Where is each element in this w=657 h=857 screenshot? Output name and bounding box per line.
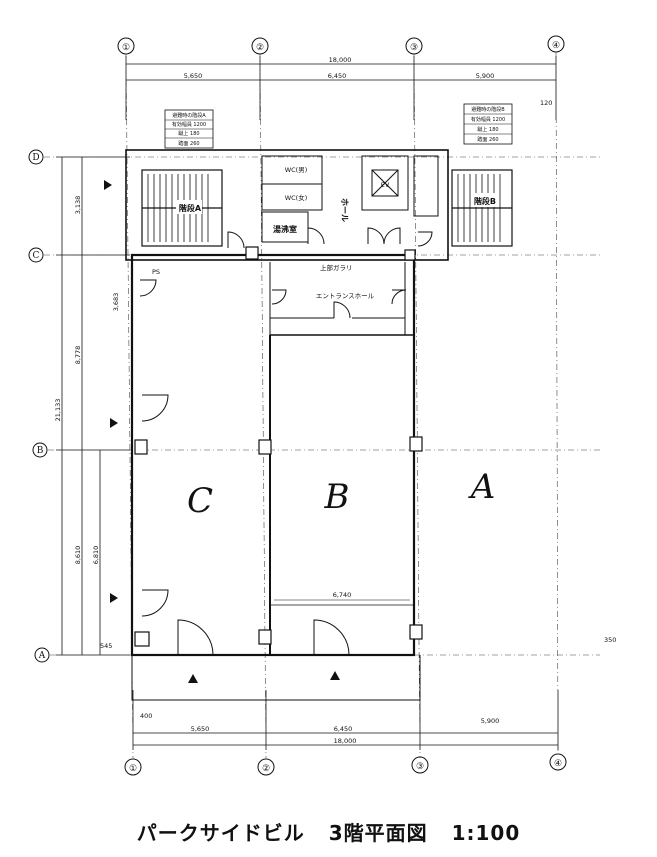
table-left-row-1: 避難時の階段A <box>172 112 206 119</box>
grid-row-markers: D C B A <box>28 149 50 663</box>
dim-lobby-depth: 3,683 <box>112 293 120 312</box>
structural-columns <box>134 246 423 647</box>
dim-misc-3: 350 <box>604 636 616 644</box>
dim-overall-bottom: 18,000 <box>334 737 357 745</box>
table-right-row-2: 有効幅員 1200 <box>471 116 505 123</box>
dim-unit-b-width: 6,740 <box>333 591 352 599</box>
dim-top-span-3: 5,900 <box>476 72 495 80</box>
grid-col-2-top: ② <box>256 43 264 53</box>
dimension-lines-left <box>56 156 130 656</box>
dim-left-c-b: 8,778 <box>74 346 82 365</box>
grid-column-markers-bottom: ① ② ③ ④ <box>124 753 567 776</box>
janitor-label: 湯沸室 <box>273 224 297 234</box>
dim-left-d-c: 3,138 <box>74 196 82 215</box>
dim-overall-top: 18,000 <box>329 56 352 64</box>
ps-label: PS <box>152 268 160 276</box>
stair-a-label: 階段A <box>179 203 202 213</box>
grid-col-2-bottom: ② <box>262 764 270 774</box>
dim-bottom-span-3: 5,900 <box>481 717 500 725</box>
stair-a: 階段A <box>141 169 223 247</box>
building-name: パークサイドビル <box>136 821 305 845</box>
dim-left-b-a-inner: 6,810 <box>92 546 100 565</box>
core-rooms <box>261 155 439 243</box>
grid-col-3-top: ③ <box>410 43 418 53</box>
ev-label: EV <box>381 181 390 189</box>
table-left-row-3: 蹴上 180 <box>178 130 199 137</box>
floor-plan-name: 3階平面図 <box>328 821 428 845</box>
drawing-title: パークサイドビル 3階平面図 1:100 <box>0 817 657 846</box>
unit-b-label: B <box>324 477 350 517</box>
grid-col-1-top: ① <box>122 43 130 53</box>
floor-plan-drawing: ① ② ③ ④ ① ② ③ ④ D C B A 18,000 5,6 <box>28 35 616 776</box>
grid-row-b: B <box>37 446 44 456</box>
table-left-row-2: 有効幅員 1200 <box>172 121 206 128</box>
wc-female-label: WC(女) <box>285 193 308 202</box>
dim-misc-1: 400 <box>140 712 152 720</box>
grid-col-1-bottom: ① <box>129 764 137 774</box>
stair-info-table-right: 避難時の階段B 有効幅員 1200 蹴上 180 踏面 260 <box>463 103 513 145</box>
building-outline <box>125 149 449 701</box>
dim-misc-2: 545 <box>100 642 112 650</box>
stair-b-label: 階段B <box>474 196 496 206</box>
stair-b: 階段B <box>451 169 513 247</box>
grid-row-d: D <box>32 153 39 163</box>
dim-bottom-span-1: 5,650 <box>191 725 210 733</box>
grid-col-3-bottom: ③ <box>416 762 424 772</box>
table-left-row-4: 踏面 260 <box>178 140 199 147</box>
dim-top-span-1: 5,650 <box>184 72 203 80</box>
corridor-label: 上部ガラリ <box>320 263 353 272</box>
wc-male-label: WC(男) <box>285 166 308 174</box>
stair-info-table-left: 避難時の階段A 有効幅員 1200 蹴上 180 踏面 260 <box>164 109 214 149</box>
entrance-lobby <box>269 262 406 335</box>
door-swings <box>139 227 433 656</box>
unit-c-label: C <box>187 481 213 521</box>
dim-bottom-span-2: 6,450 <box>334 725 353 733</box>
dim-left-total: 21,133 <box>54 399 62 422</box>
unit-a-label: A <box>468 467 496 507</box>
table-right-row-1: 避難時の階段B <box>471 106 505 113</box>
entry-arrows <box>104 180 340 683</box>
grid-column-markers-top: ① ② ③ ④ <box>117 35 565 55</box>
drawing-scale: 1:100 <box>451 821 521 845</box>
dim-misc-4: 120 <box>540 99 552 107</box>
dim-left-b-a: 8,610 <box>74 546 82 565</box>
hall-label: ホール <box>340 198 349 222</box>
table-right-row-4: 踏面 260 <box>477 136 498 143</box>
grid-col-4-top: ④ <box>552 41 560 51</box>
table-right-row-3: 蹴上 180 <box>477 126 498 133</box>
dim-top-span-2: 6,450 <box>328 72 347 80</box>
entrance-hall-label: エントランスホール <box>316 292 375 300</box>
grid-col-4-bottom: ④ <box>554 759 562 769</box>
grid-row-a: A <box>38 651 46 661</box>
grid-row-c: C <box>33 251 40 261</box>
